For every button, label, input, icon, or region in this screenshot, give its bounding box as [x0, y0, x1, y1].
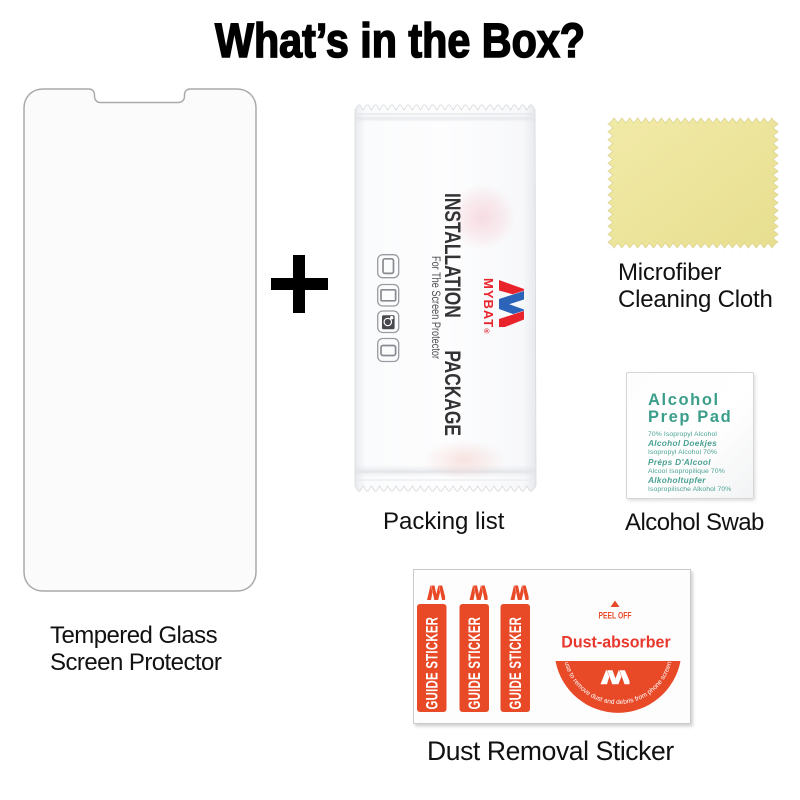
svg-text:GUIDE STICKER: GUIDE STICKER	[466, 617, 485, 710]
svg-text:Dust-absorber: Dust-absorber	[561, 633, 671, 651]
svg-text:GUIDE STICKER: GUIDE STICKER	[507, 617, 526, 710]
svg-text:GUIDE STICKER: GUIDE STICKER	[424, 617, 443, 710]
svg-text:PEEL OFF: PEEL OFF	[599, 611, 632, 621]
